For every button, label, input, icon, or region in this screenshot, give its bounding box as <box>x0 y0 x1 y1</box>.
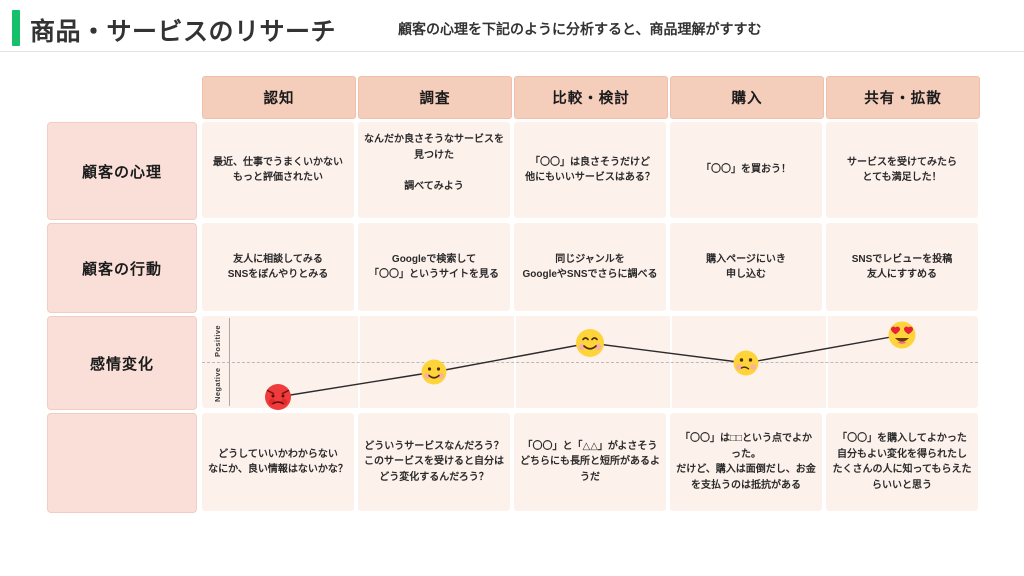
cell-behavior-research[interactable]: Googleで検索して 「〇〇」というサイトを見る <box>358 223 510 311</box>
emoji-heart-eyes-face <box>888 321 916 349</box>
emoji-angry-face <box>265 384 291 410</box>
row-label-empty[interactable] <box>47 413 197 513</box>
chart-neutral-midline <box>202 362 978 363</box>
row-label-customer-psychology[interactable]: 顧客の心理 <box>47 122 197 220</box>
page-title: 商品・サービスのリサーチ <box>30 18 337 46</box>
column-header-purchase[interactable]: 購入 <box>670 76 824 119</box>
column-header-research[interactable]: 調査 <box>358 76 512 119</box>
cell-psychology-awareness[interactable]: 最近、仕事でうまくいかない もっと評価されたい <box>202 122 354 218</box>
emoji-thinking-face <box>733 350 759 376</box>
page-subtitle: 顧客の心理を下記のように分析すると、商品理解がすすむ <box>398 21 762 37</box>
header-divider <box>0 51 1024 52</box>
row-label-emotion-change[interactable]: 感情変化 <box>47 316 197 410</box>
emotion-line-chart <box>265 321 916 410</box>
cell-notes-share[interactable]: 「〇〇」を購入してよかった 自分もよい変化を得られたし たくさんの人に知ってもら… <box>826 413 978 511</box>
row-label-customer-behavior[interactable]: 顧客の行動 <box>47 223 197 313</box>
cell-notes-purchase[interactable]: 「〇〇」は□□という点でよか った。 だけど、購入は面倒だし、お金 を支払うのは… <box>670 413 822 511</box>
cell-notes-awareness[interactable]: どうしていいかわからない なにか、良い情報はないかな？ <box>202 413 354 511</box>
journey-grid: 認知 調査 比較・検討 購入 共有・拡散 顧客の心理 顧客の行動 感情変化 最近… <box>0 52 1024 576</box>
cell-psychology-purchase[interactable]: 「〇〇」を買おう！ <box>670 122 822 218</box>
emoji-smiling-face <box>576 329 604 357</box>
cell-behavior-purchase[interactable]: 購入ページにいき 申し込む <box>670 223 822 311</box>
emoji-slight-smile-face <box>421 359 447 385</box>
cell-behavior-comparison[interactable]: 同じジャンルを GoogleやSNSでさらに調べる <box>514 223 666 311</box>
accent-bar-icon <box>12 10 20 46</box>
cell-notes-comparison[interactable]: 「〇〇」と「△△」がよさそう どちらにも長所と短所があるよ うだ <box>514 413 666 511</box>
cell-notes-research[interactable]: どういうサービスなんだろう？ このサービスを受けると自分は どう変化するんだろう… <box>358 413 510 511</box>
column-header-share[interactable]: 共有・拡散 <box>826 76 980 119</box>
column-header-comparison[interactable]: 比較・検討 <box>514 76 668 119</box>
cell-psychology-share[interactable]: サービスを受けてみたら とても満足した！ <box>826 122 978 218</box>
cell-behavior-share[interactable]: SNSでレビューを投稿 友人にすすめる <box>826 223 978 311</box>
cell-psychology-research[interactable]: なんだか良さそうなサービスを 見つけた 調べてみよう <box>358 122 510 218</box>
page-header: 商品・サービスのリサーチ 顧客の心理を下記のように分析すると、商品理解がすすむ <box>0 0 1024 52</box>
cell-psychology-comparison[interactable]: 「〇〇」は良さそうだけど 他にもいいサービスはある？ <box>514 122 666 218</box>
column-header-awareness[interactable]: 認知 <box>202 76 356 119</box>
cell-behavior-awareness[interactable]: 友人に相談してみる SNSをぼんやりとみる <box>202 223 354 311</box>
